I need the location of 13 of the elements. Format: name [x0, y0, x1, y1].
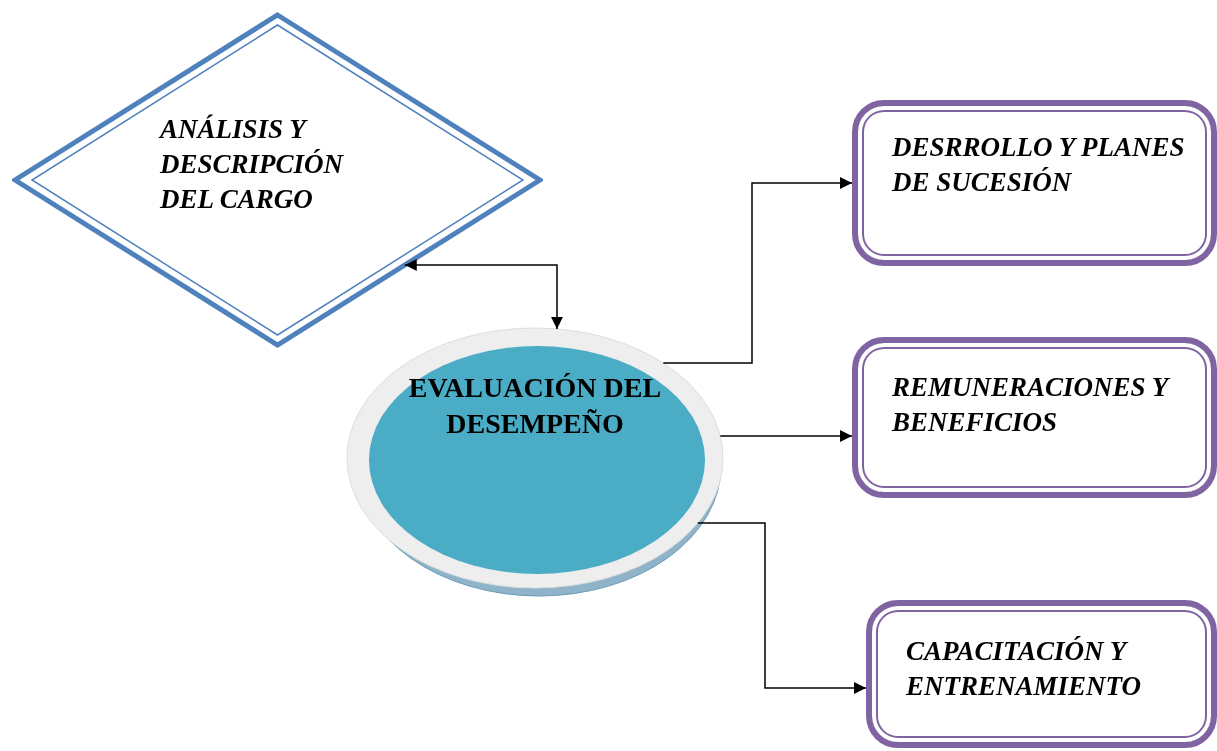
arrow — [697, 522, 867, 694]
process-box — [852, 337, 1217, 498]
decision-diamond — [12, 12, 543, 348]
arrow — [662, 177, 853, 364]
process-box — [866, 600, 1217, 748]
node-label: ANÁLISIS Y DESCRIPCIÓN DEL CARGO — [160, 113, 345, 217]
node-label: REMUNERACIONES Y BENEFICIOS — [892, 371, 1171, 440]
node-label: CAPACITACIÓN Y ENTRENAMIENTO — [906, 635, 1143, 704]
node-label: DESRROLLO Y PLANES DE SUCESIÓN — [892, 131, 1186, 200]
process-box — [852, 100, 1217, 266]
arrow — [404, 259, 563, 330]
arrow — [719, 430, 853, 442]
node-label: EVALUACIÓN DEL DESEMPEÑO — [407, 371, 663, 442]
